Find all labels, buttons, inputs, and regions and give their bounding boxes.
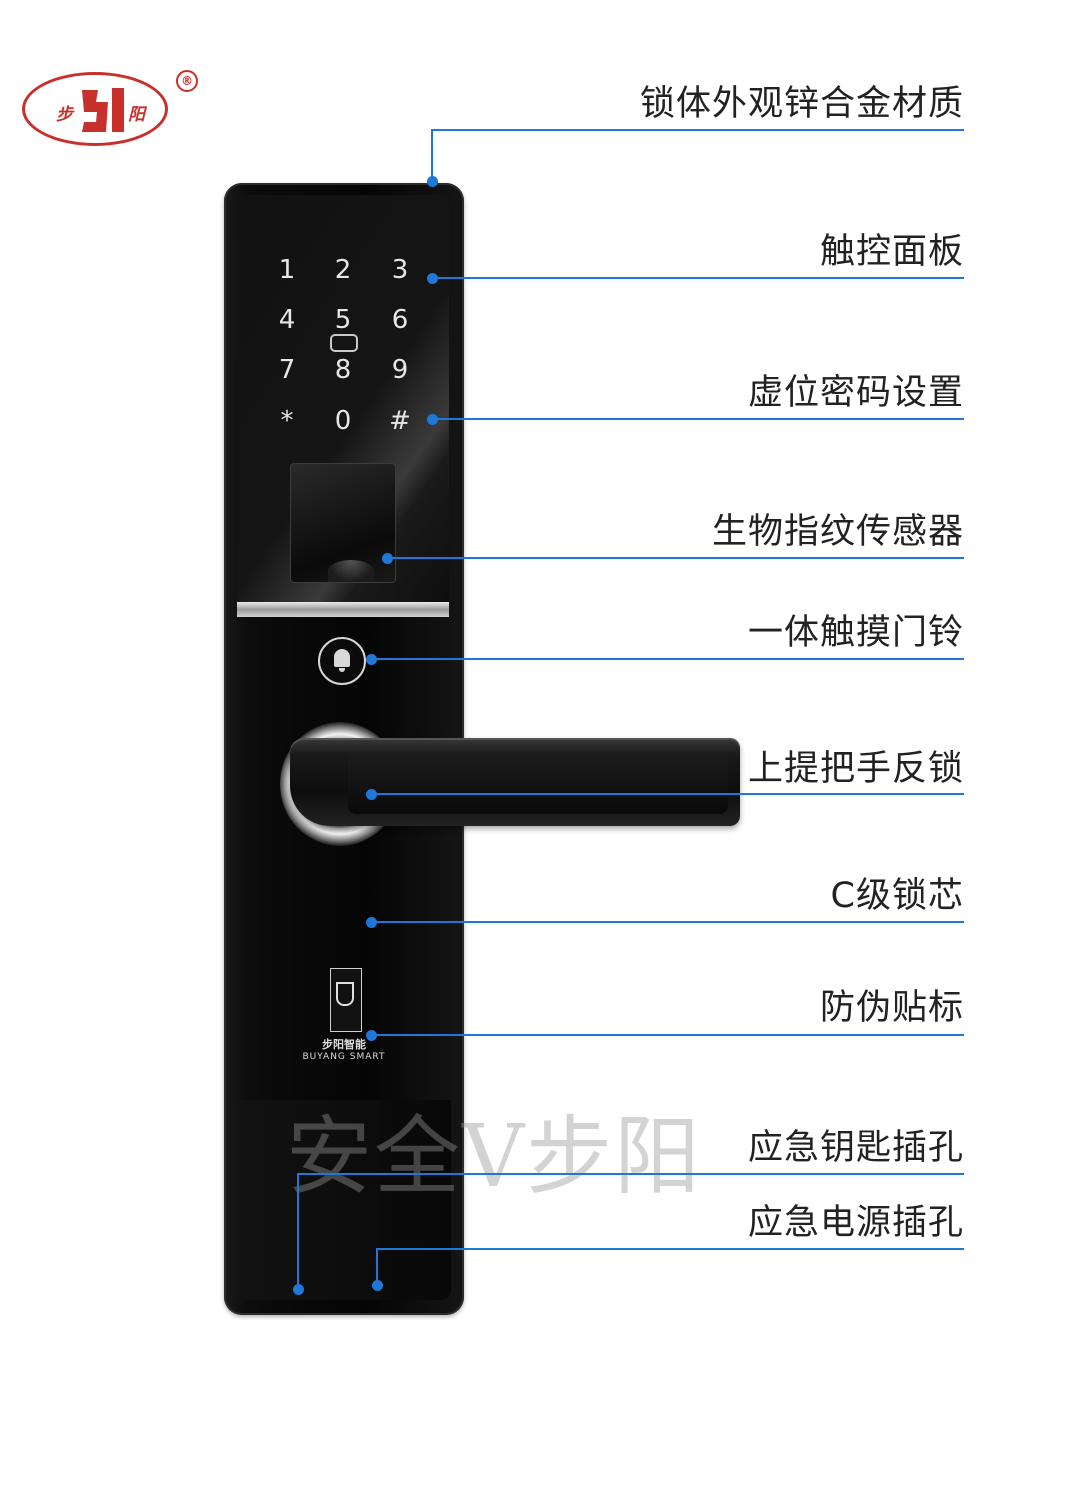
callout-label-touch-panel: 触控面板 — [819, 232, 964, 272]
callout-line-doorbell — [371, 658, 964, 660]
key-star: * — [280, 406, 294, 436]
bell-icon — [334, 649, 350, 667]
key-5: 5 — [334, 305, 352, 335]
callout-label-emergency-key: 应急钥匙插孔 — [747, 1128, 964, 1168]
handle-face — [348, 752, 728, 814]
callout-label-anti-counterfeit: 防伪贴标 — [819, 988, 964, 1028]
callout-label-doorbell: 一体触摸门铃 — [747, 613, 964, 653]
callout-dot-emergency-key — [293, 1284, 304, 1295]
callout-line-lock-cylinder — [371, 921, 964, 923]
key-9: 9 — [391, 355, 409, 385]
callout-dot-emergency-power — [372, 1280, 383, 1291]
bell-clapper-icon — [339, 668, 345, 672]
callout-leader-emergency-key — [297, 1173, 299, 1289]
callout-line-virtual-password — [432, 418, 964, 420]
svg-text:步: 步 — [56, 105, 75, 125]
callout-leader-emergency-power — [376, 1248, 378, 1285]
key-3: 3 — [391, 255, 409, 285]
callout-dot-virtual-password — [427, 414, 438, 425]
callout-line-anti-counterfeit — [371, 1034, 964, 1036]
key-0: 0 — [334, 406, 352, 436]
callout-line-handle-lock — [371, 793, 964, 795]
callout-dot-doorbell — [366, 654, 377, 665]
card-reader-icon — [330, 334, 358, 352]
callout-label-fingerprint: 生物指纹传感器 — [711, 512, 964, 552]
silver-trim — [237, 602, 449, 617]
registered-mark: ® — [176, 70, 198, 92]
callout-dot-zinc-alloy — [427, 176, 438, 187]
badge-brand-en: BUYANG SMART — [302, 1052, 386, 1062]
callout-dot-anti-counterfeit — [366, 1030, 377, 1041]
key-2: 2 — [334, 255, 352, 285]
callout-line-fingerprint — [387, 557, 964, 559]
callout-dot-touch-panel — [427, 273, 438, 284]
callout-label-handle-lock: 上提把手反锁 — [747, 749, 964, 789]
callout-label-emergency-power: 应急电源插孔 — [747, 1203, 964, 1243]
watermark: 安全V步阳 — [286, 1107, 703, 1207]
brand-logo: 步 阳 ® — [22, 70, 198, 152]
callout-dot-handle-lock — [366, 789, 377, 800]
callout-label-virtual-password: 虚位密码设置 — [747, 373, 964, 413]
key-4: 4 — [278, 305, 296, 335]
bottom-plate — [237, 1100, 451, 1300]
svg-text:阳: 阳 — [128, 105, 148, 125]
badge-brand-cn: 步阳智能 — [322, 1038, 366, 1051]
callout-line-emergency-power — [376, 1248, 964, 1250]
logo-mark-icon: 步 阳 — [56, 88, 148, 132]
callout-dot-fingerprint — [382, 553, 393, 564]
key-hash: # — [389, 406, 411, 436]
logo-oval — [22, 72, 168, 146]
key-1: 1 — [278, 255, 296, 285]
callout-leader-zinc-alloy — [431, 129, 433, 181]
key-8: 8 — [334, 355, 352, 385]
callout-line-touch-panel — [432, 277, 964, 279]
key-7: 7 — [278, 355, 296, 385]
callout-label-lock-cylinder: C级锁芯 — [830, 876, 964, 916]
key-6: 6 — [391, 305, 409, 335]
callout-label-zinc-alloy: 锁体外观锌合金材质 — [639, 84, 964, 124]
fingerprint-sensor-icon — [328, 560, 374, 582]
callout-line-zinc-alloy — [431, 129, 964, 131]
callout-dot-lock-cylinder — [366, 917, 377, 928]
callout-line-emergency-key — [297, 1173, 964, 1175]
badge-shield-icon — [336, 982, 354, 1006]
